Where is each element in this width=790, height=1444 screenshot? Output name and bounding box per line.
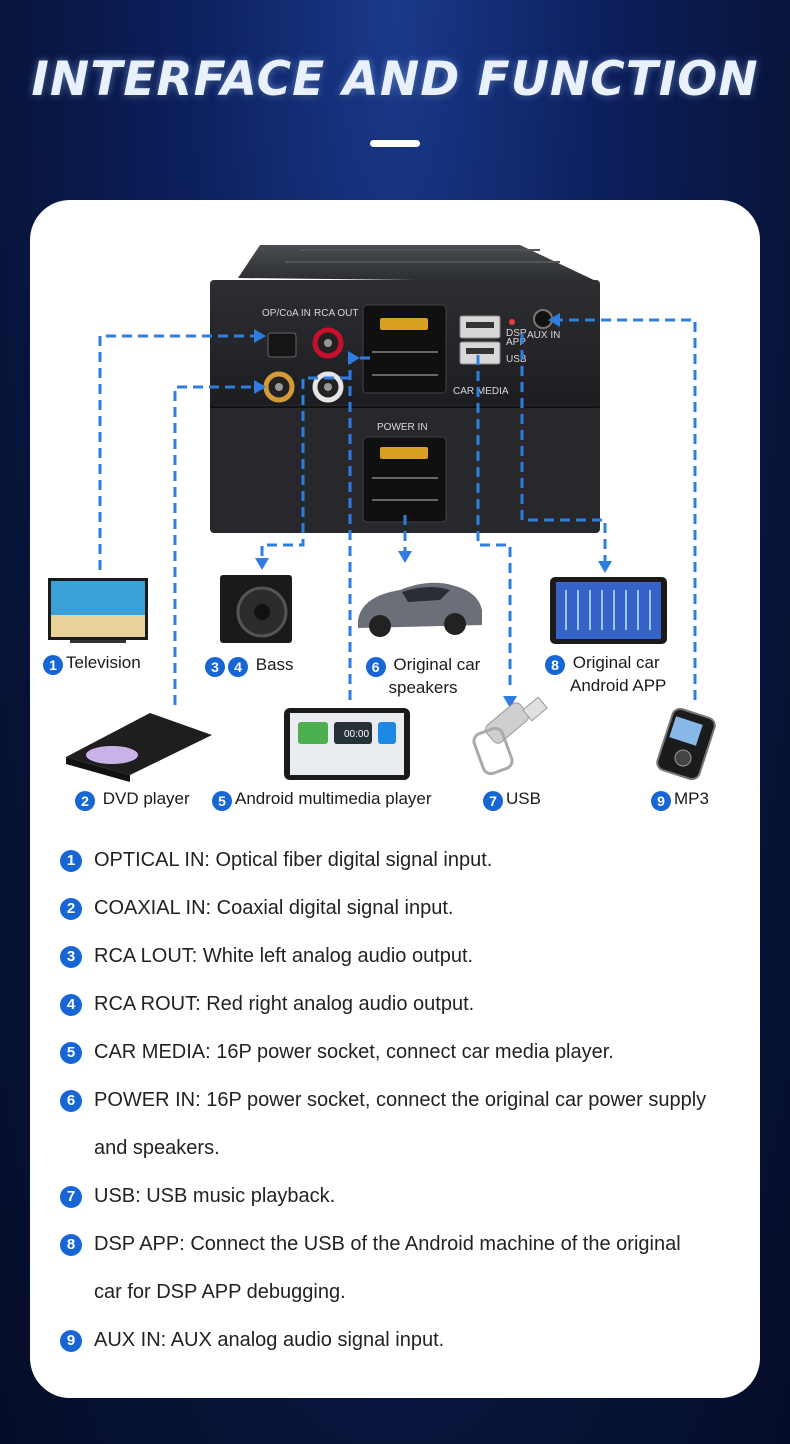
desc-text-4: RCA ROUT: Red right analog audio output. <box>94 993 475 1015</box>
port-label-usb: USB <box>506 354 527 365</box>
port-label-carmedia: CAR MEDIA <box>453 386 509 397</box>
desc-badge-3: 3 <box>60 946 82 968</box>
description-item-6: 6 POWER IN: 16P power socket, connect the… <box>60 1076 760 1172</box>
description-item-7: 7 USB: USB music playback. <box>60 1172 760 1220</box>
desc-badge-4: 4 <box>60 994 82 1016</box>
badge-4: 4 <box>228 657 248 677</box>
arrowheads <box>254 313 612 708</box>
desc-text-6a: POWER IN: 16P power socket, connect the … <box>94 1089 707 1111</box>
badge-1: 1 <box>43 655 63 675</box>
mp3-player-image <box>656 707 716 781</box>
android-app-text-2: Android APP <box>570 676 667 695</box>
desc-text-1: OPTICAL IN: Optical fiber digital signal… <box>94 849 493 871</box>
badge-9: 9 <box>651 791 671 811</box>
desc-text-5: CAR MEDIA: 16P power socket, connect car… <box>94 1041 614 1063</box>
description-item-5: 5 CAR MEDIA: 16P power socket, connect ca… <box>60 1028 760 1076</box>
desc-text-2: COAXIAL IN: Coaxial digital signal input… <box>94 897 454 919</box>
android-player-text: Android multimedia player <box>235 789 432 808</box>
television-text: Television <box>66 653 141 672</box>
bass-speaker-image <box>220 575 292 643</box>
badge-7: 7 <box>483 791 503 811</box>
usb-text: USB <box>506 789 541 808</box>
connection-diagram: OP/CoA IN RCA OUT DSP APP USB AUX IN CAR… <box>48 245 716 782</box>
description-item-9: 9 AUX IN: AUX analog audio signal input. <box>60 1316 760 1364</box>
desc-text-7: USB: USB music playback. <box>94 1185 336 1207</box>
port-label-opcoa: OP/CoA IN <box>262 308 311 319</box>
port-label-dsp: DSP <box>506 328 527 339</box>
desc-badge-6: 6 <box>60 1090 82 1112</box>
badge-2: 2 <box>75 791 95 811</box>
badge-5: 5 <box>212 791 232 811</box>
bass-text: Bass <box>255 655 294 674</box>
description-item-2: 2 COAXIAL IN: Coaxial digital signal inpu… <box>60 884 760 932</box>
port-label-power: POWER IN <box>377 422 428 433</box>
desc-text-3: RCA LOUT: White left analog audio output… <box>94 945 474 967</box>
car-image <box>358 582 482 637</box>
desc-badge-9: 9 <box>60 1330 82 1352</box>
dvd-text: DVD player <box>102 789 190 808</box>
television-image <box>48 578 148 643</box>
desc-badge-2: 2 <box>60 898 82 920</box>
desc-text-8a: DSP APP: Connect the USB of the Android … <box>94 1233 681 1255</box>
dsp-box: OP/CoA IN RCA OUT DSP APP USB AUX IN CAR… <box>210 245 600 533</box>
desc-text-8b: car for DSP APP debugging. <box>94 1281 346 1303</box>
desc-text-6b: and speakers. <box>94 1137 220 1159</box>
desc-badge-7: 7 <box>60 1186 82 1208</box>
usb-stick-image <box>472 696 548 776</box>
description-item-3: 3 RCA LOUT: White left analog audio outpu… <box>60 932 760 980</box>
description-item-8: 8 DSP APP: Connect the USB of the Android… <box>60 1220 760 1316</box>
description-list: 1 OPTICAL IN: Optical fiber digital signa… <box>60 836 760 1364</box>
desc-badge-1: 1 <box>60 850 82 872</box>
dvd-label: 2 DVD player <box>75 788 190 811</box>
player-clock: 00:00 <box>344 729 369 740</box>
desc-badge-5: 5 <box>60 1042 82 1064</box>
mp3-text: MP3 <box>674 789 709 808</box>
android-app-label: 8 Original car Android APP <box>545 652 685 696</box>
desc-badge-8: 8 <box>60 1234 82 1256</box>
port-label-rca: RCA OUT <box>314 308 358 319</box>
badge-3: 3 <box>205 657 225 677</box>
description-item-4: 4 RCA ROUT: Red right analog audio output… <box>60 980 760 1028</box>
badge-6: 6 <box>365 657 386 677</box>
speakers-text-1: Original car <box>393 655 481 674</box>
speakers-label: 6 Original car speakers <box>358 654 488 698</box>
description-item-1: 1 OPTICAL IN: Optical fiber digital signa… <box>60 836 760 884</box>
title-underline <box>370 140 420 147</box>
desc-text-9: AUX IN: AUX analog audio signal input. <box>94 1329 445 1351</box>
android-player-image: 00:00 <box>284 708 410 780</box>
android-app-image <box>550 577 667 644</box>
port-label-app: APP <box>506 337 526 348</box>
port-label-aux: AUX IN <box>527 330 560 341</box>
dvd-player-image <box>66 713 212 782</box>
badge-8: 8 <box>545 655 565 675</box>
android-app-text-1: Original car <box>572 653 660 672</box>
page-title: INTERFACE AND FUNCTION <box>31 52 759 107</box>
speakers-text-2: speakers <box>388 678 458 697</box>
